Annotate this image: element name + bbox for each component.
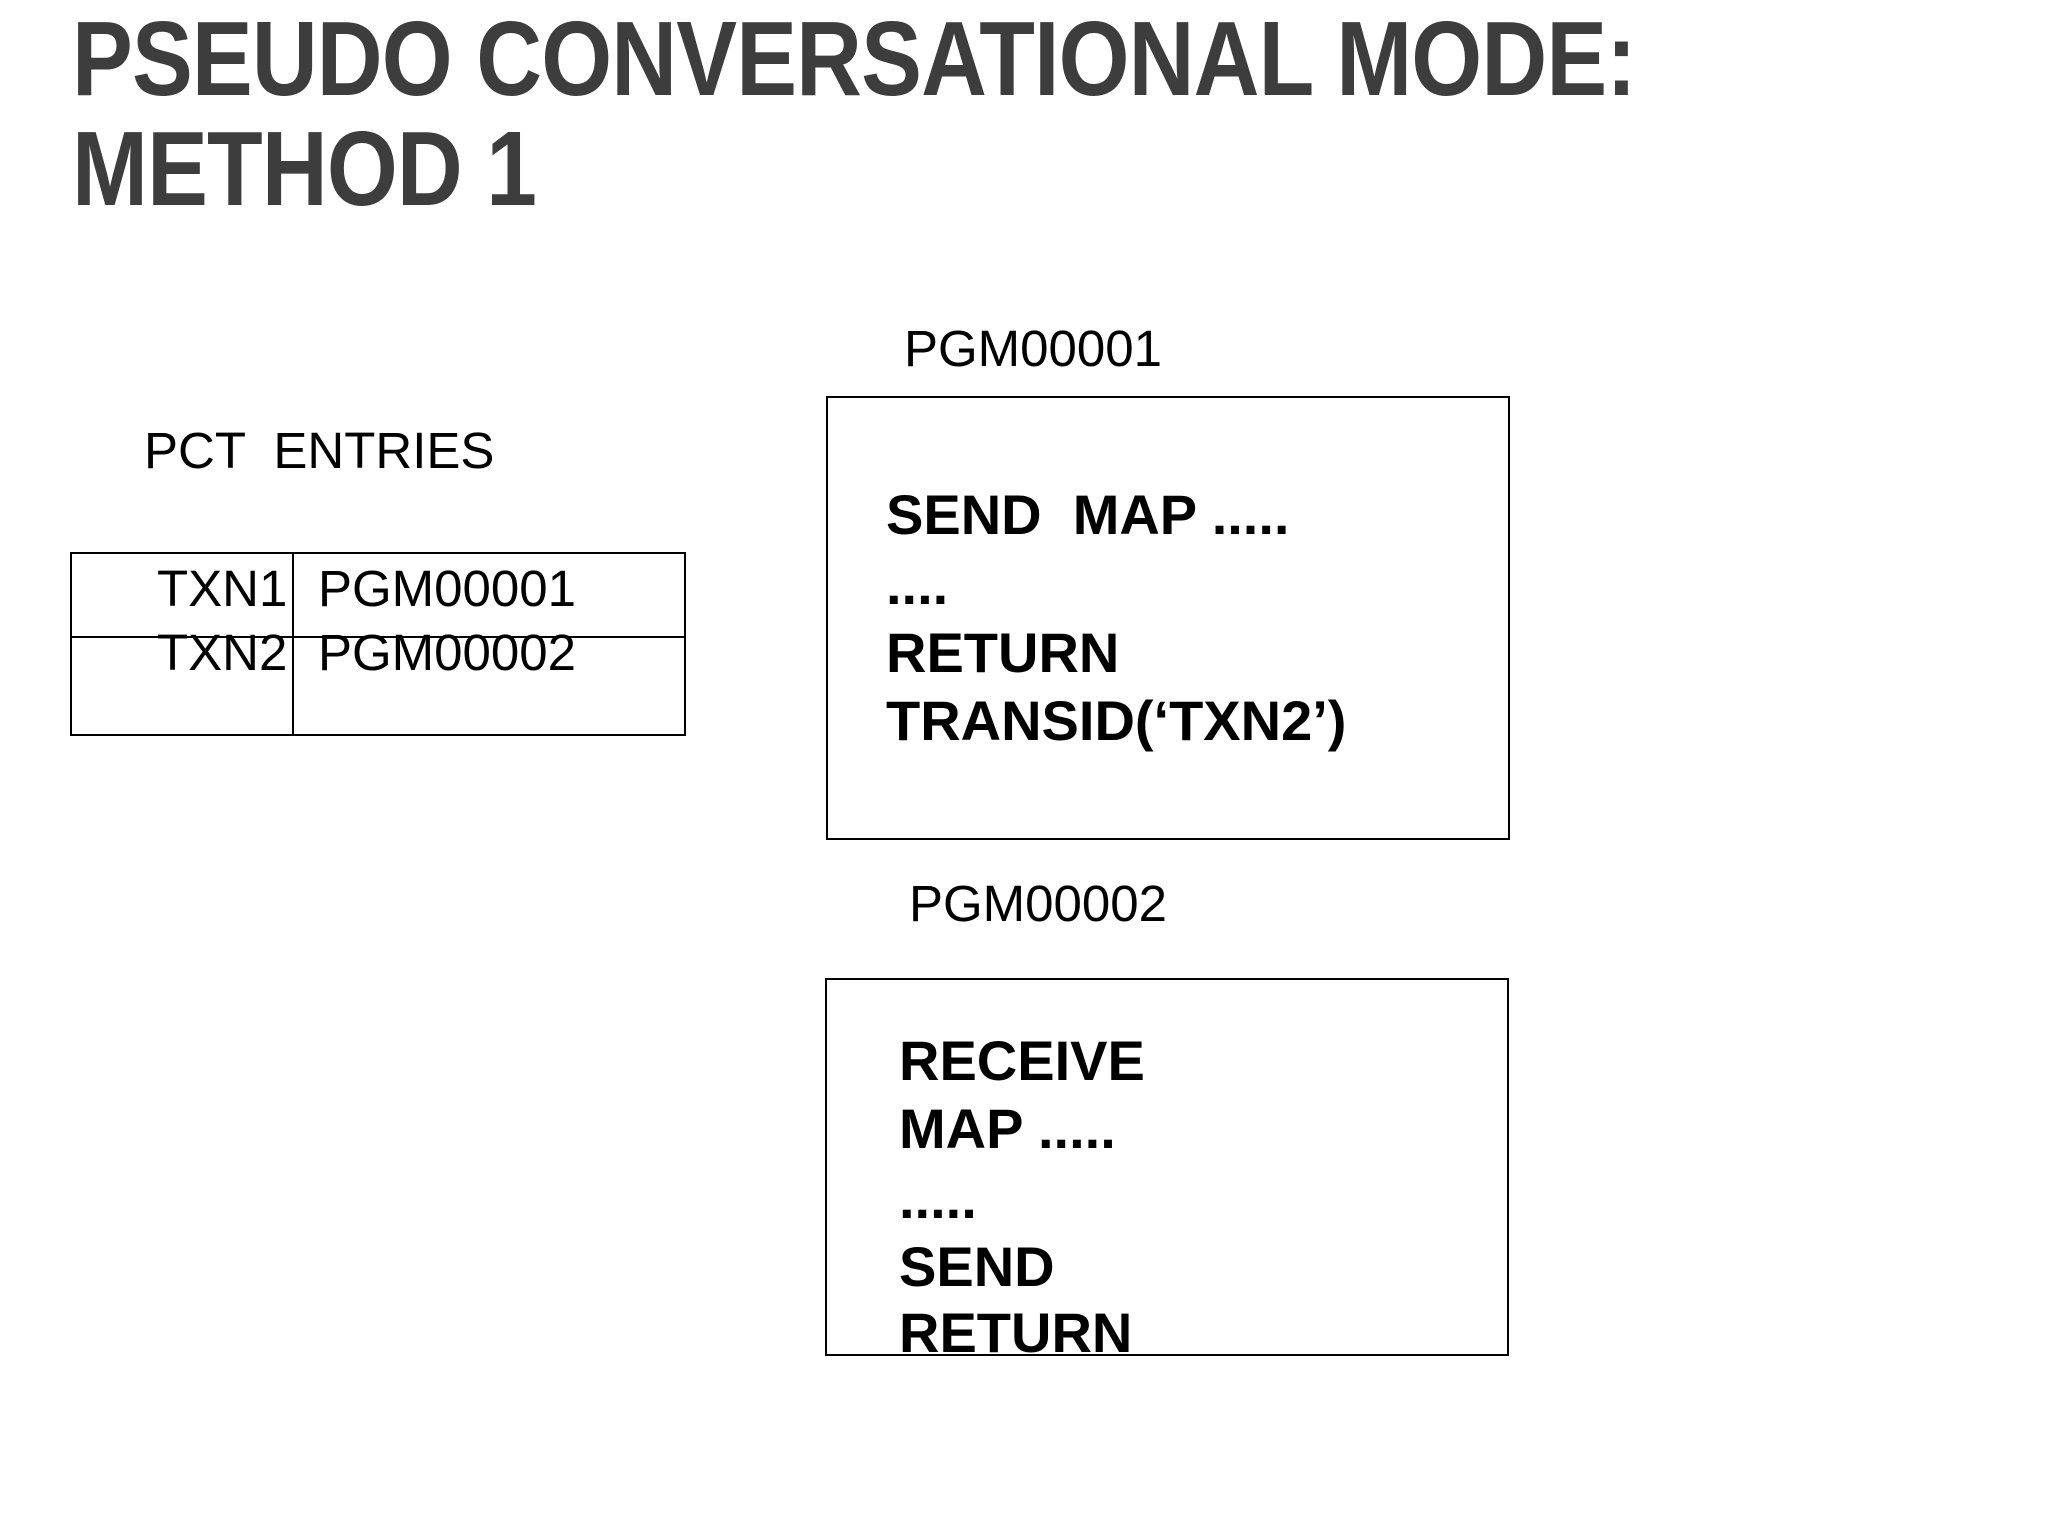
pct-entries-label: PCT ENTRIES (144, 422, 495, 479)
slide-title: PSEUDO CONVERSATIONAL MODE: METHOD 1 (72, 0, 1637, 228)
program-2-code-line-1: RECEIVE (899, 1029, 1145, 1092)
pct-row-2-transaction: TXN2 (157, 624, 288, 681)
program-1-box: SEND MAP ..... .... RETURN TRANSID(‘TXN2… (826, 396, 1510, 840)
pct-row-2-program: PGM00002 (318, 624, 576, 681)
program-1-name: PGM00001 (904, 320, 1162, 377)
program-1-code-line-3: RETURN (886, 621, 1120, 684)
program-2-code-line-4: SEND (899, 1235, 1055, 1298)
slide-title-line-1: PSEUDO CONVERSATIONAL MODE: (72, 0, 1637, 118)
program-2-box: RECEIVE MAP ..... ..... SEND RETURN (825, 978, 1509, 1364)
program-1-code-line-2: .... (886, 553, 949, 616)
pct-row-1-program: PGM00001 (318, 560, 576, 617)
program-2-code-line-2: MAP ..... (899, 1097, 1116, 1160)
program-2-code-line-3: ..... (899, 1167, 977, 1230)
pct-column-divider (292, 554, 294, 734)
program-1-code-line-4: TRANSID(‘TXN2’) (886, 689, 1347, 752)
pct-row-divider (72, 636, 684, 638)
slide-title-line-2: METHOD 1 (72, 110, 537, 228)
program-1-code-line-1: SEND MAP ..... (886, 483, 1290, 546)
program-2-code-line-5: RETURN (899, 1301, 1133, 1364)
pct-row-1-transaction: TXN1 (157, 560, 288, 617)
program-2-name: PGM00002 (909, 875, 1167, 932)
pct-table: TXN1 PGM00001 TXN2 PGM00002 (70, 552, 686, 736)
